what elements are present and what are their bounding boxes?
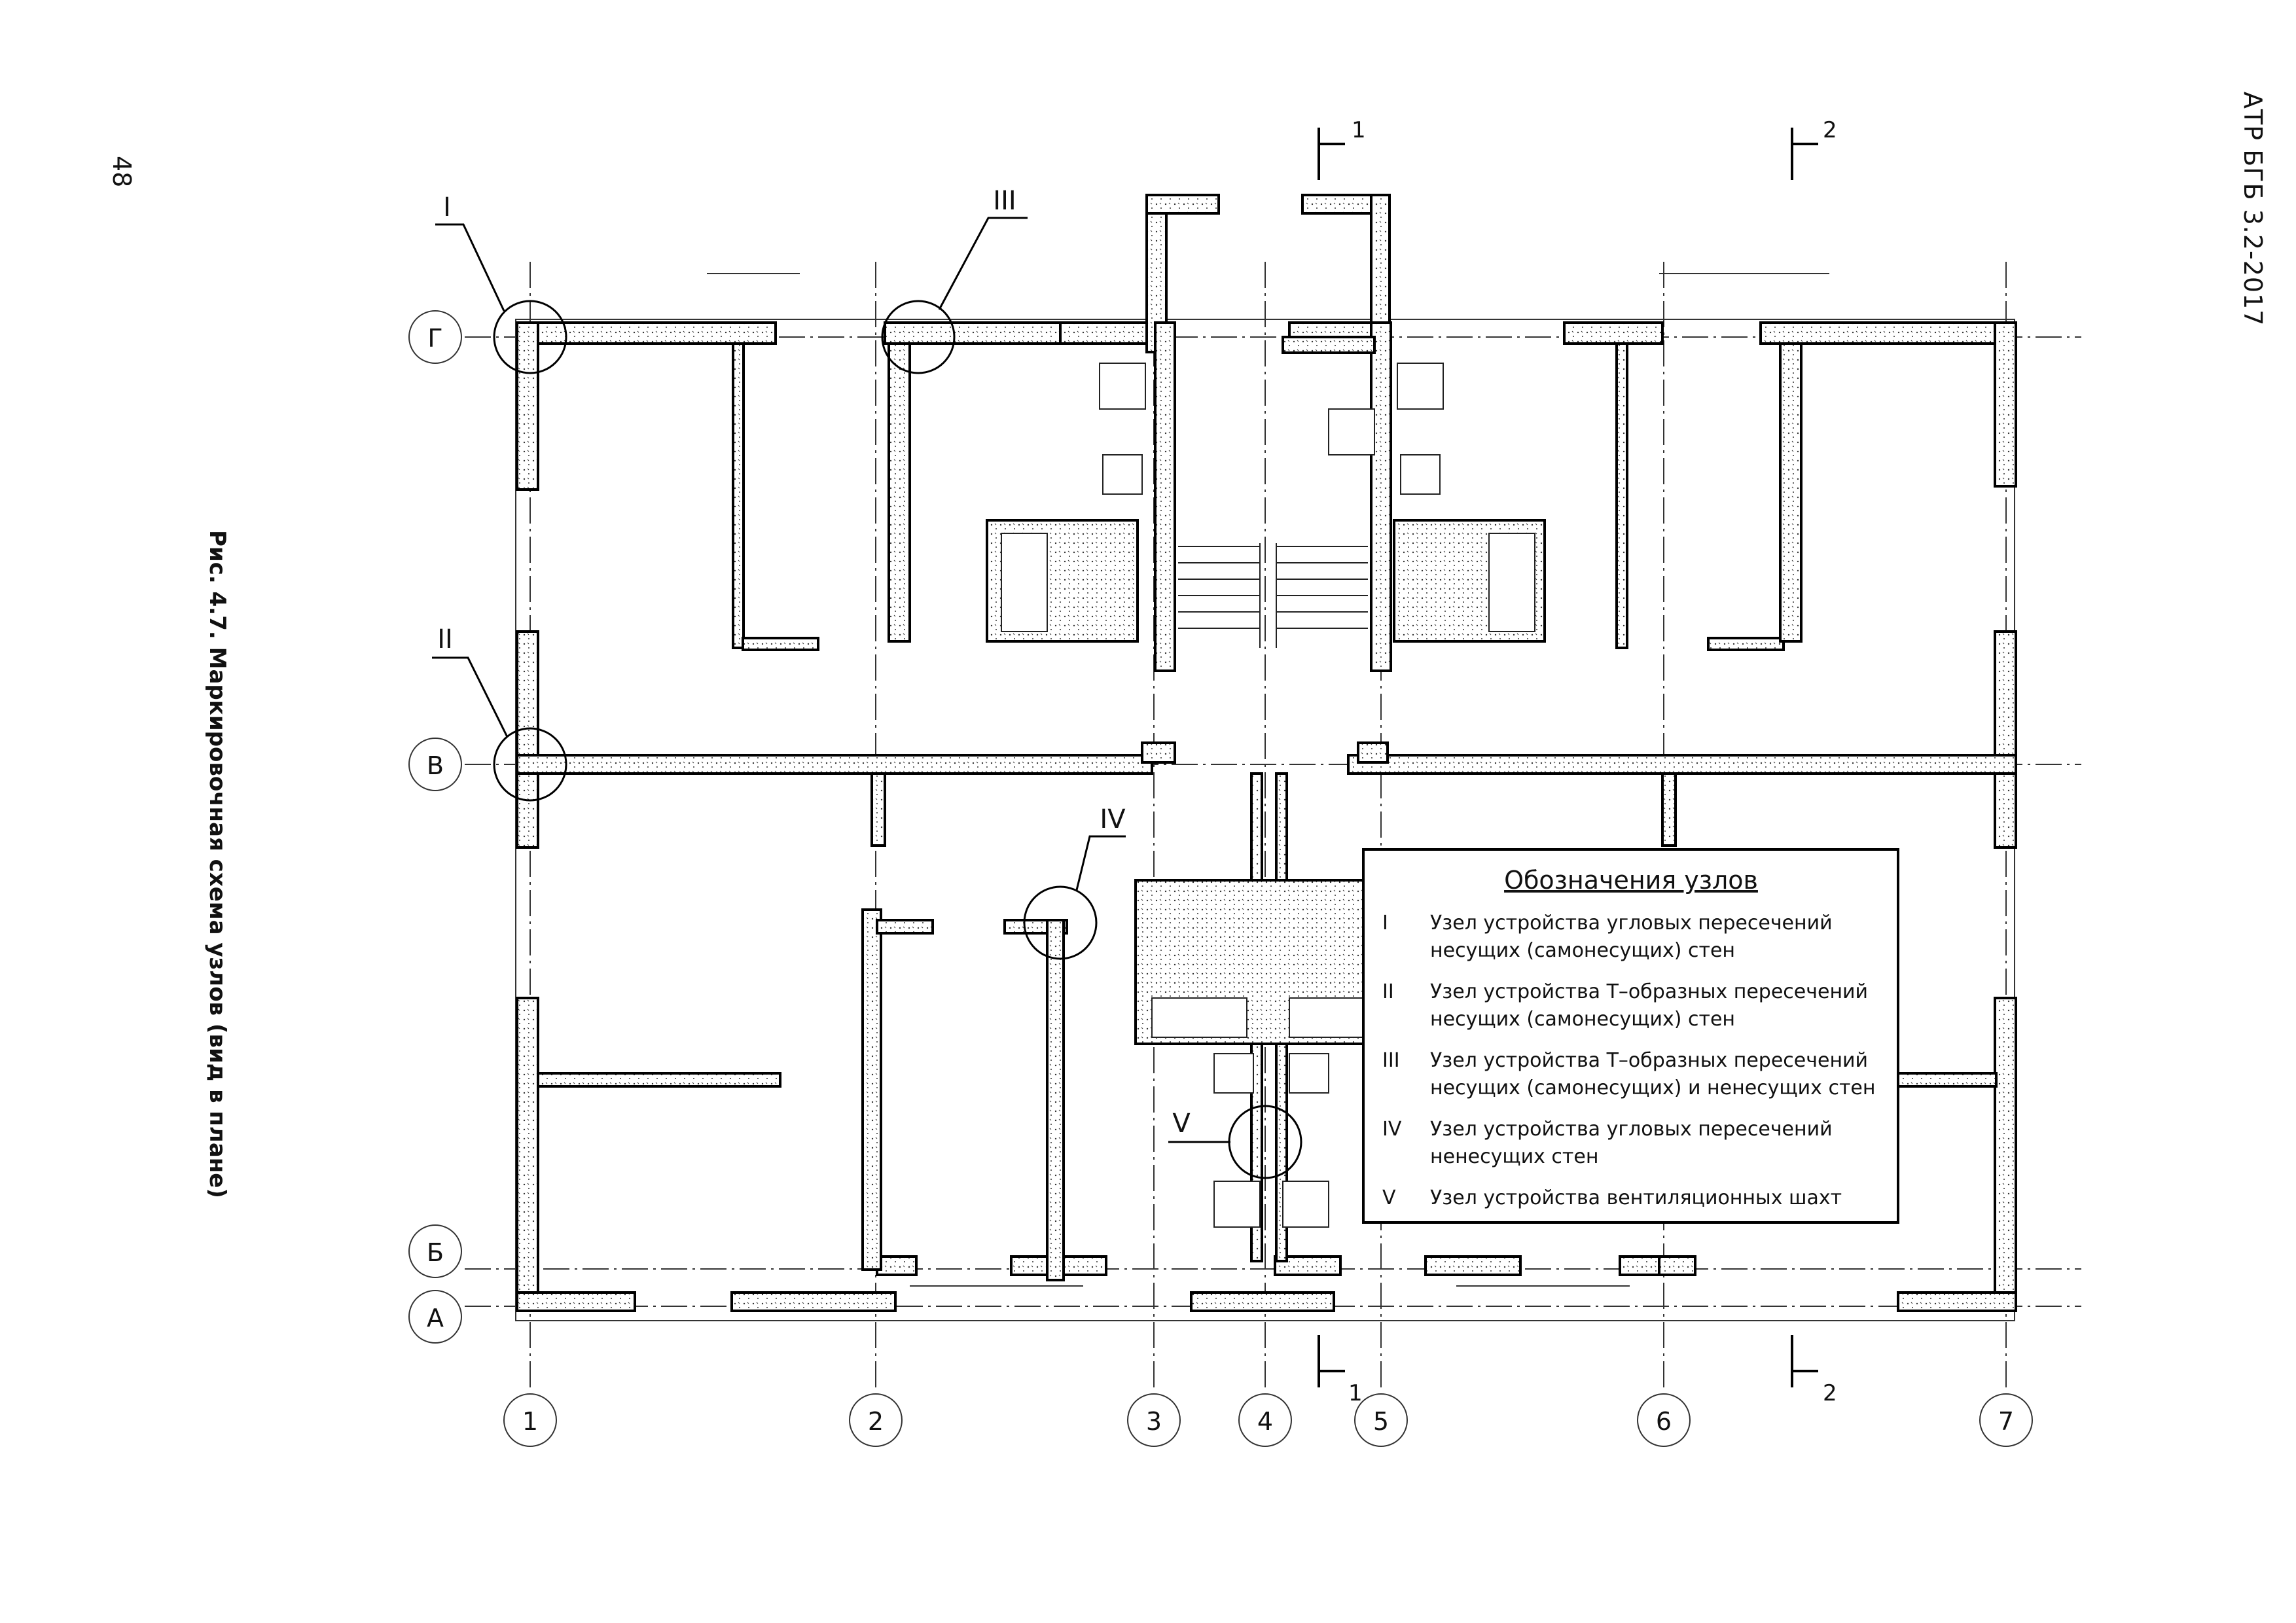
axis-marker-b: Б — [408, 1224, 462, 1278]
node-label: III — [993, 186, 1016, 216]
axis-label: А — [427, 1304, 444, 1332]
legend-item-text: Узел устройства угловых пересечений — [1430, 1118, 1833, 1141]
section-labels: 1 2 1 2 — [1348, 117, 1837, 1406]
node-leader — [938, 217, 1028, 310]
section-label: 1 — [1348, 1380, 1363, 1406]
legend-item-text: несущих (самонесущих) стен — [1430, 1008, 1735, 1031]
section-marks — [1318, 128, 1818, 1387]
node-label: V — [1172, 1109, 1191, 1139]
section-label: 1 — [1352, 117, 1366, 143]
node-leader — [432, 656, 509, 738]
legend-title: Обозначения узлов — [1504, 866, 1758, 895]
axis-marker-a: А — [408, 1290, 462, 1344]
axis-label: 4 — [1257, 1407, 1273, 1436]
section-label: 2 — [1823, 1380, 1837, 1406]
node-circle — [1023, 885, 1098, 960]
node-circle — [881, 300, 956, 374]
section-label: 2 — [1823, 117, 1837, 143]
axis-label: Г — [427, 324, 442, 353]
axis-marker-v: В — [408, 738, 462, 791]
node-leader — [435, 223, 505, 312]
legend-item-text: несущих (самонесущих) и ненесущих стен — [1430, 1077, 1876, 1099]
figure-caption: Рис. 4.7. Маркировочная схема узлов (вид… — [204, 530, 230, 1198]
legend-item-text: несущих (самонесущих) стен — [1430, 939, 1735, 962]
axis-label: 2 — [868, 1407, 884, 1436]
legend-box — [1362, 848, 1899, 1224]
legend-item-text: Узел устройства Т–образных пересечений — [1430, 1049, 1868, 1072]
axis-label: 7 — [1998, 1407, 2014, 1436]
node-callouts — [432, 217, 1302, 1179]
legend-item-num: IV — [1382, 1118, 1402, 1141]
stairs — [1178, 543, 1368, 648]
node-label: IV — [1100, 804, 1126, 834]
legend-item-num: II — [1382, 980, 1394, 1003]
node-leader — [1075, 835, 1126, 891]
legend-item-text: Узел устройства угловых пересечений — [1430, 912, 1833, 935]
legend-item-num: V — [1382, 1186, 1396, 1209]
node-label: I — [443, 192, 451, 223]
node-label: II — [437, 624, 453, 654]
legend-item-text: Узел устройства вентиляционных шахт — [1430, 1186, 1842, 1209]
axis-label: В — [427, 751, 444, 780]
axis-label: 3 — [1146, 1407, 1162, 1436]
axis-marker-g: Г — [408, 310, 462, 364]
axis-markers-letters: Г В Б А — [408, 310, 462, 1344]
legend-item-text: ненесущих стен — [1430, 1145, 1598, 1168]
legend: Обозначения узлов I Узел устройства угло… — [1362, 848, 1899, 1224]
axis-label: 1 — [522, 1407, 538, 1436]
node-circle — [493, 727, 567, 802]
legend-item-num: III — [1382, 1049, 1400, 1072]
legend-item-num: I — [1382, 912, 1388, 935]
axis-label: 5 — [1373, 1407, 1389, 1436]
axis-label: 6 — [1656, 1407, 1672, 1436]
walls — [516, 194, 2017, 1312]
node-labels: I II III IV V — [437, 186, 1191, 1139]
legend-item-text: Узел устройства Т–образных пересечений — [1430, 980, 1868, 1003]
axis-markers-numbers: 1 2 3 4 5 6 7 — [503, 1393, 2033, 1447]
axis-label: Б — [427, 1238, 444, 1267]
node-circle — [493, 300, 567, 374]
fixtures — [1001, 363, 1535, 1228]
document-code: АТР БГБ 3.2-2017 — [2238, 92, 2267, 327]
